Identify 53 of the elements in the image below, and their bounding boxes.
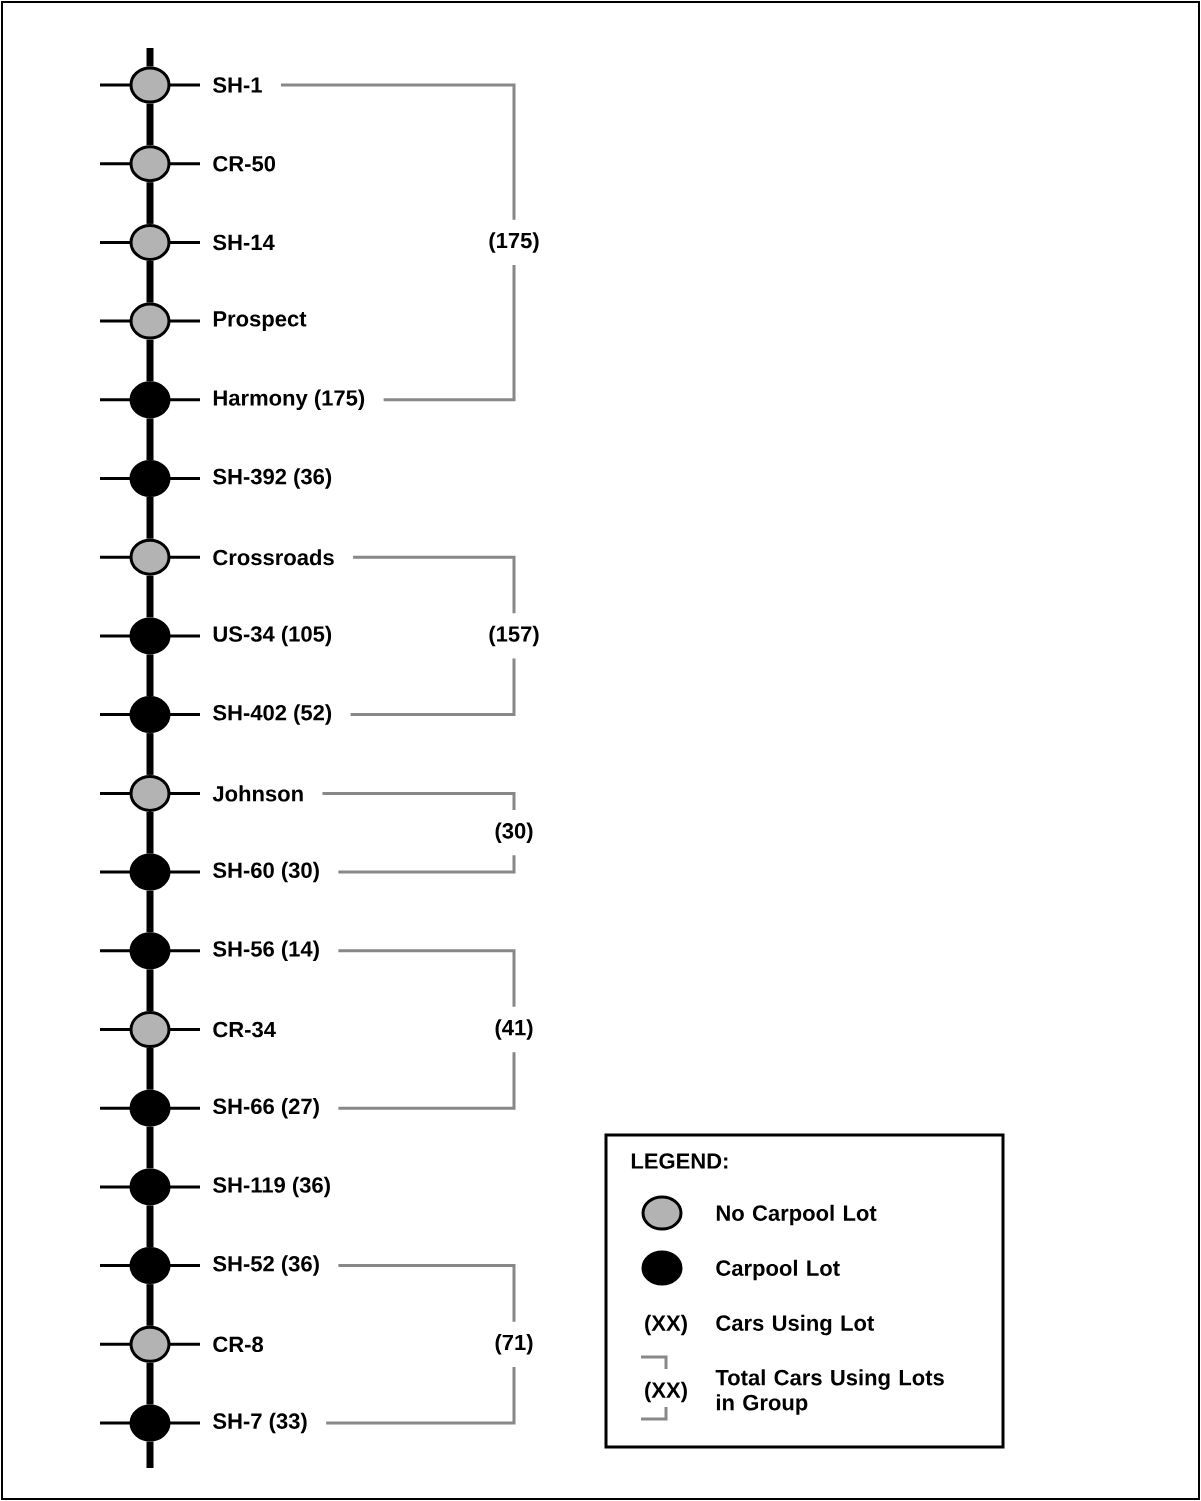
legend-sample: (XX) — [645, 1314, 687, 1336]
station-marker — [129, 932, 171, 970]
station-marker — [129, 460, 171, 497]
station-marker — [129, 145, 171, 183]
station-label: Prospect — [213, 311, 307, 331]
station-label: Harmony (175) — [213, 389, 365, 411]
station-marker — [129, 1325, 171, 1363]
legend-text: Total Cars Using Lots in Group — [715, 1369, 944, 1415]
station-label: SH-1 — [213, 77, 262, 93]
station-marker — [129, 1011, 171, 1048]
station-label: SH-14 — [213, 234, 275, 251]
station-label: CR-8 — [213, 1336, 264, 1353]
station-label: SH-52 (36) — [213, 1255, 319, 1276]
legend-text: No Carpool Lot — [716, 1204, 877, 1226]
legend-text: Cars Using Lot — [716, 1314, 874, 1336]
group-total: (157) — [489, 625, 539, 647]
station-label: CR-50 — [213, 155, 276, 172]
station-marker — [129, 66, 171, 104]
station-label: SH-66 (27) — [213, 1097, 319, 1119]
legend-title: LEGEND: — [631, 1153, 728, 1169]
group-total: (71) — [495, 1334, 533, 1355]
station-marker — [129, 774, 171, 812]
route-line — [146, 890, 154, 933]
route-line — [146, 339, 154, 382]
station-label: SH-119 (36) — [213, 1176, 330, 1198]
station-label: CR-34 — [213, 1021, 276, 1038]
group-total: (41) — [495, 1019, 533, 1040]
station-marker — [129, 1247, 171, 1285]
station-label: SH-56 (14) — [213, 940, 319, 962]
station-label: Crossroads — [213, 549, 334, 566]
group-total: (175) — [489, 232, 539, 253]
station-label: Johnson — [212, 785, 303, 802]
station-marker — [129, 1404, 171, 1442]
group-total: (30) — [495, 822, 533, 843]
station-marker — [129, 223, 171, 261]
station-label: SH-392 (36) — [213, 468, 332, 489]
station-marker — [129, 617, 171, 655]
route-line — [146, 103, 154, 146]
legend-text: Carpool Lot — [716, 1259, 840, 1281]
station-marker — [129, 1168, 171, 1206]
station-label: SH-402 (52) — [213, 704, 332, 725]
station-label: SH-60 (30) — [213, 861, 319, 883]
legend-sample: (XX) — [645, 1381, 687, 1403]
station-marker — [129, 538, 171, 576]
station-marker — [129, 853, 171, 891]
station-marker — [129, 302, 171, 340]
station-label: SH-7 (33) — [213, 1412, 307, 1434]
route-line — [146, 1126, 154, 1169]
station-marker — [129, 1089, 171, 1127]
station-marker — [129, 696, 171, 734]
station-marker — [129, 381, 171, 419]
station-label: US-34 (105) — [213, 625, 332, 647]
route-line — [146, 575, 154, 618]
